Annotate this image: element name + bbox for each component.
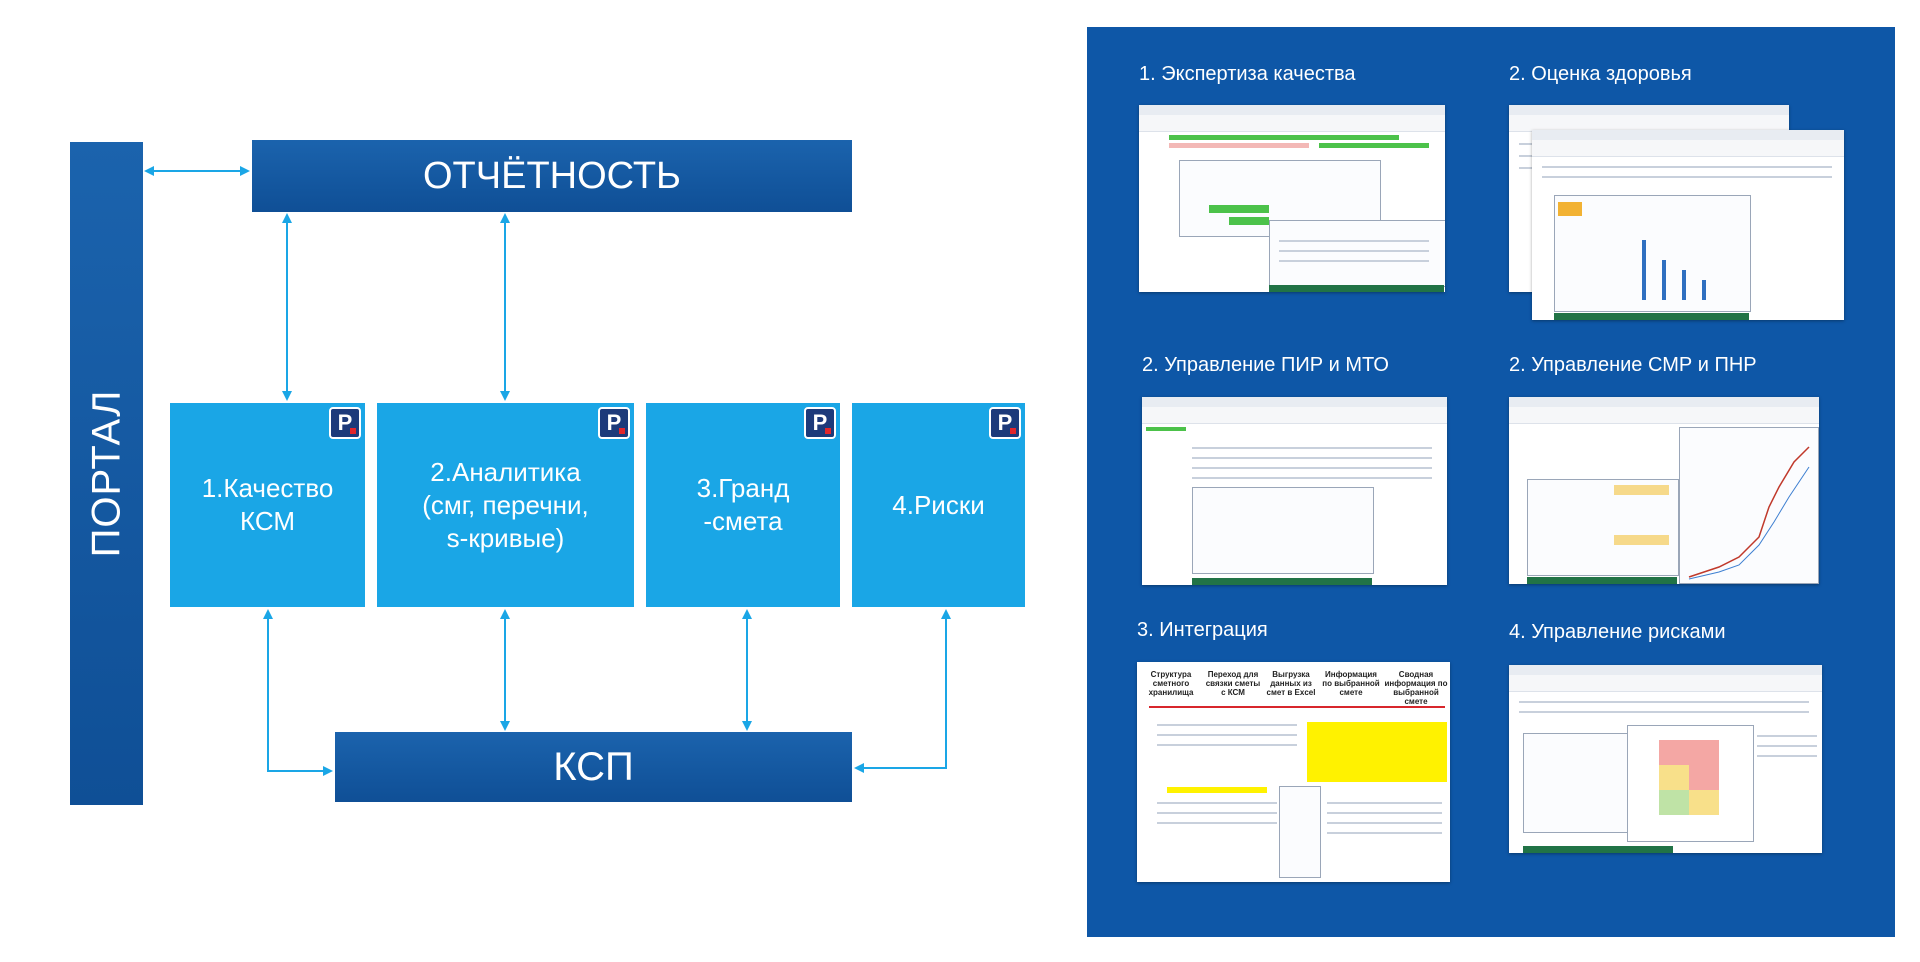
module-badge-icon: P	[598, 407, 630, 439]
module-badge-icon: P	[804, 407, 836, 439]
ksp-block: КСП	[335, 732, 852, 802]
integration-header: Сводная информация по выбранной смете	[1384, 670, 1448, 706]
module-grand-smeta: P 3.Гранд -смета	[646, 403, 840, 607]
integration-header: Выгрузка данных из смет в Excel	[1266, 670, 1316, 697]
arrow-quality-ksp	[263, 609, 333, 776]
screenshot-risk-management	[1509, 665, 1822, 853]
reporting-label: ОТЧЁТНОСТЬ	[422, 154, 681, 197]
module-badge-icon: P	[989, 407, 1021, 439]
integration-header: Переход для связки сметы с КСМ	[1205, 670, 1261, 697]
portal-label: ПОРТАЛ	[84, 389, 129, 558]
module-risks: P 4.Риски	[852, 403, 1025, 607]
caption-risk-management: 4. Управление рисками	[1509, 621, 1726, 643]
module-label: 3.Гранд -смета	[696, 473, 790, 536]
screenshots-panel: 1. Экспертиза качества 2. Оценка здоровь…	[1087, 27, 1895, 937]
module-label: 2.Аналитика (смг, перечни, s-кривые)	[422, 456, 589, 553]
reporting-block: ОТЧЁТНОСТЬ	[252, 140, 852, 212]
module-analytics: P 2.Аналитика (смг, перечни, s-кривые)	[377, 403, 634, 607]
module-quality: P 1.Качество КСМ	[170, 403, 365, 607]
caption-pir-mto: 2. Управление ПИР и МТО	[1142, 354, 1389, 376]
integration-header: Информация по выбранной смете	[1322, 670, 1380, 697]
caption-smr-pnr: 2. Управление СМР и ПНР	[1509, 354, 1757, 376]
module-label: 4.Риски	[892, 489, 985, 520]
screenshot-smr-pnr	[1509, 397, 1819, 584]
arrow-risks-ksp	[854, 609, 951, 773]
caption-quality-expertise: 1. Экспертиза качества	[1139, 63, 1356, 85]
integration-header: Структура сметного хранилища	[1148, 670, 1194, 697]
module-label: 1.Качество КСМ	[201, 473, 334, 536]
screenshot-pir-mto	[1142, 397, 1447, 585]
screenshot-integration: Структура сметного хранилища Переход для…	[1137, 662, 1450, 882]
portal-block: ПОРТАЛ	[70, 142, 143, 805]
caption-integration: 3. Интеграция	[1137, 619, 1268, 641]
caption-health-assessment: 2. Оценка здоровья	[1509, 63, 1692, 85]
screenshot-health-chart	[1532, 130, 1844, 320]
screenshot-quality-expertise	[1139, 105, 1445, 292]
ksp-label: КСП	[553, 744, 634, 789]
module-badge-icon: P	[329, 407, 361, 439]
